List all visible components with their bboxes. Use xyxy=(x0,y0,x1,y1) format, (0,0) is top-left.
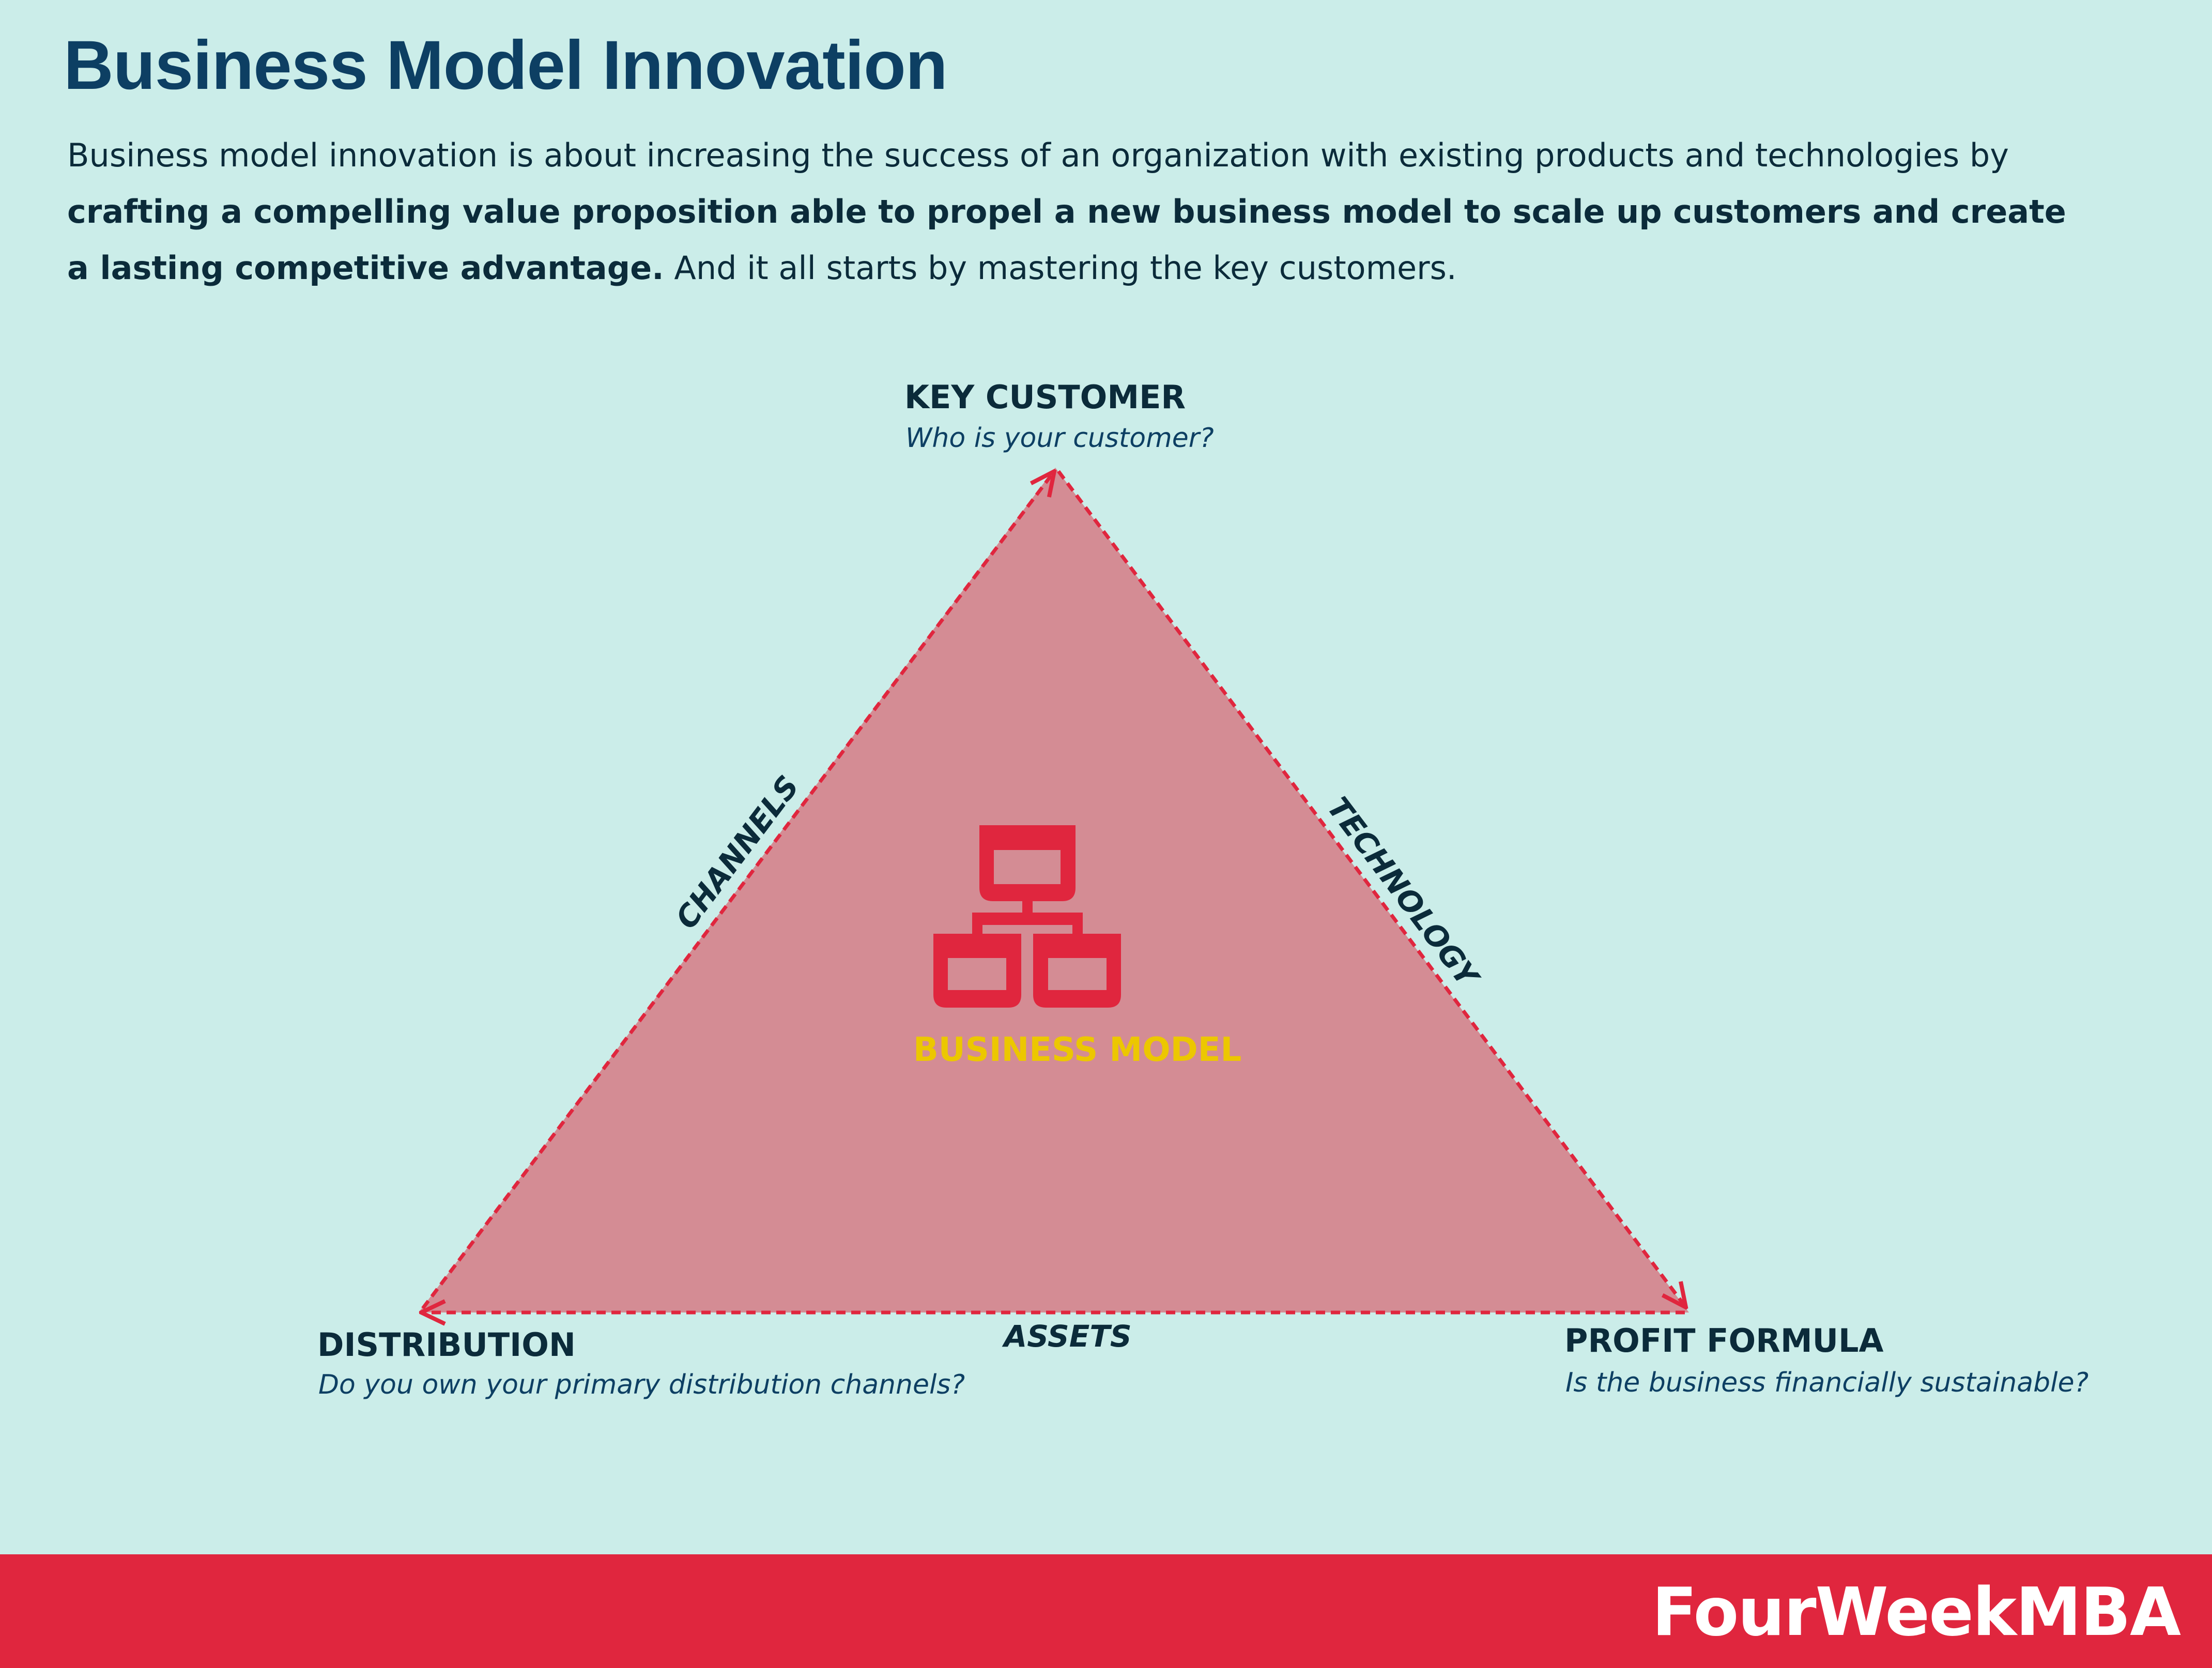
profit-formula-title: PROFIT FORMULA xyxy=(1564,1322,1884,1360)
intro-text-end: And it all starts by mastering the key c… xyxy=(664,249,1457,287)
page-title: Business Model Innovation xyxy=(64,27,948,104)
distribution-title: DISTRIBUTION xyxy=(317,1326,576,1364)
intro-paragraph: Business model innovation is about incre… xyxy=(67,127,2083,296)
assets-label: ASSETS xyxy=(1004,1319,1132,1354)
intro-bold-text: crafting a compelling value proposition … xyxy=(67,193,2066,287)
technology-arrow xyxy=(1057,470,1686,1307)
brand-logo: FourWeekMBA xyxy=(1652,1574,2181,1651)
hierarchy-network-icon xyxy=(933,825,1121,1008)
key-customer-subtitle: Who is your customer? xyxy=(905,423,1214,454)
footer-bar: FourWeekMBA xyxy=(0,1554,2212,1668)
intro-text: Business model innovation is about incre… xyxy=(67,136,2009,174)
channels-arrow xyxy=(421,471,1054,1310)
distribution-subtitle: Do you own your primary distribution cha… xyxy=(318,1369,965,1400)
business-model-label: BUSINESS MODEL xyxy=(913,1031,1242,1069)
profit-formula-subtitle: Is the business financially sustainable? xyxy=(1565,1367,2089,1398)
key-customer-title: KEY CUSTOMER xyxy=(904,378,1186,416)
